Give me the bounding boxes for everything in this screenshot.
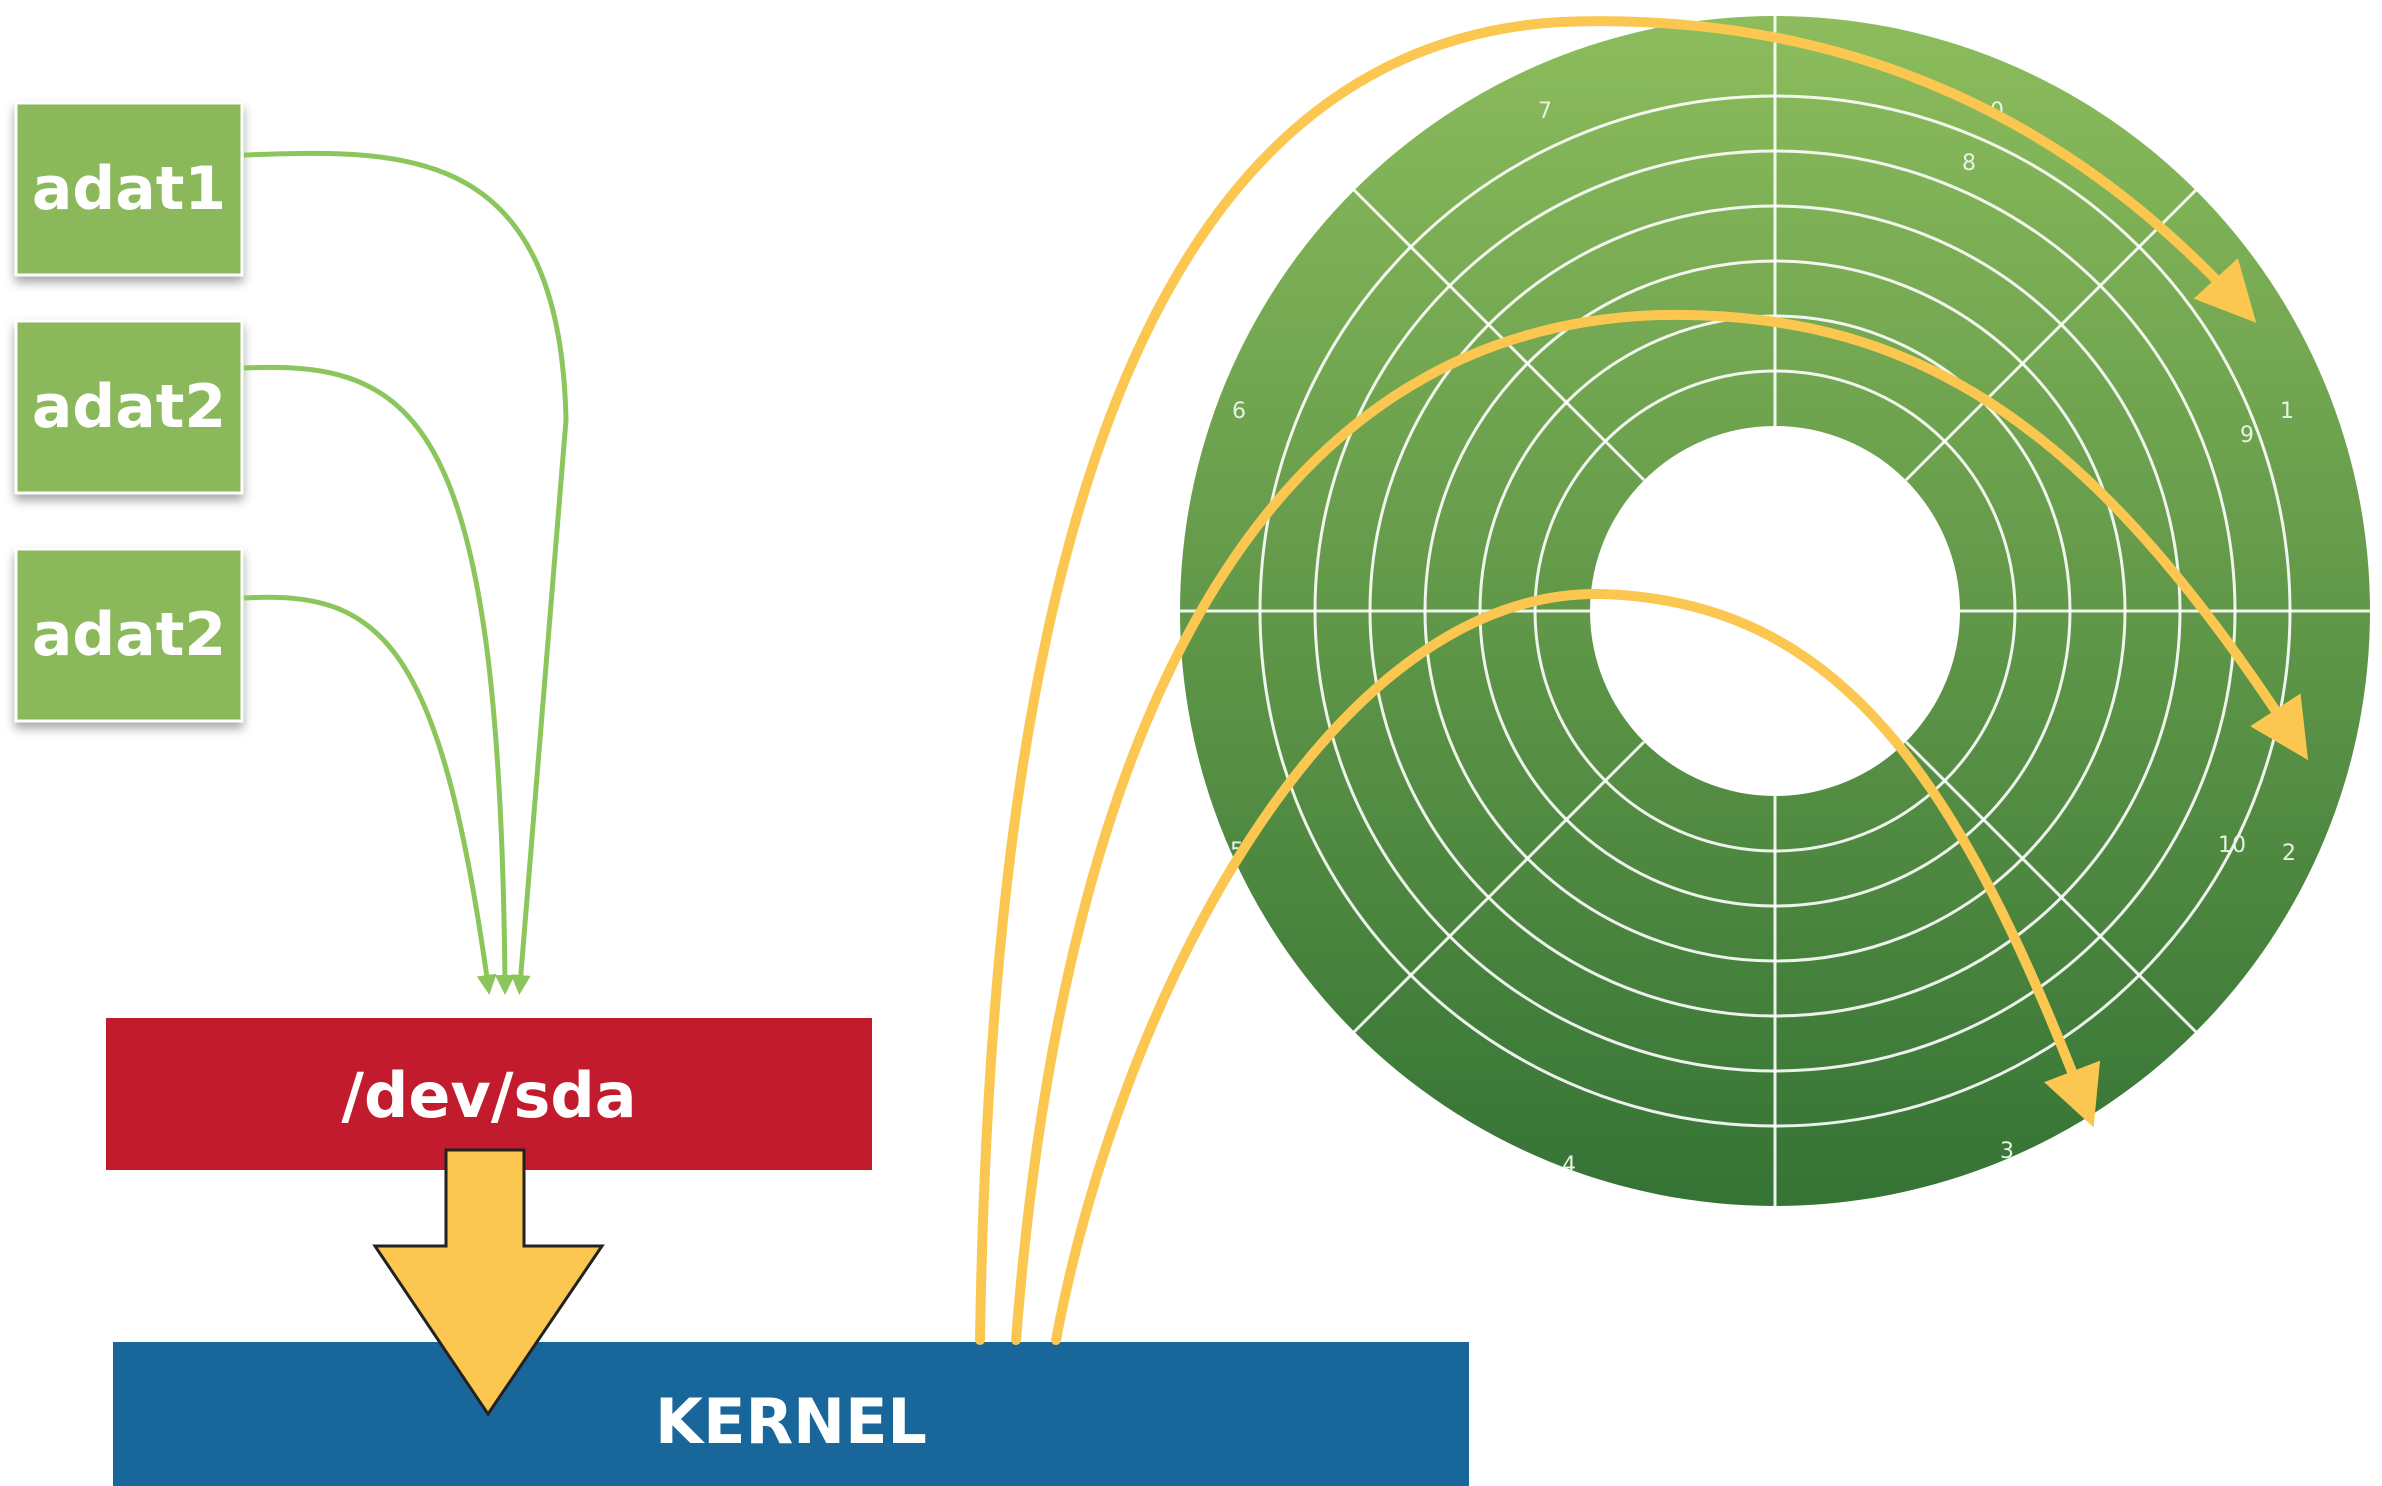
seek-arrow-1 — [975, 16, 2257, 1345]
sector-label-6: 6 — [1232, 399, 1246, 424]
request-arrow-2 — [243, 364, 515, 995]
sector-label-7: 7 — [1538, 99, 1552, 124]
process-box-2 — [14, 319, 244, 495]
device-label: /dev/sda — [341, 1059, 636, 1132]
device-to-kernel-arrow — [372, 1148, 605, 1417]
disk-sector-lines — [1180, 16, 2370, 1206]
process-box-1 — [14, 101, 244, 277]
kernel-bar: KERNEL — [113, 1342, 1469, 1486]
seek-arrow-2 — [1011, 309, 2309, 1345]
sector-label-4: 4 — [1562, 1153, 1576, 1178]
disk-seek-arrows — [975, 16, 2309, 1345]
process-label-1: adat1 — [32, 154, 226, 224]
kernel-label: KERNEL — [655, 1385, 927, 1458]
sector-label-10: 10 — [2218, 833, 2246, 858]
process-boxes: adat1 adat2 adat2 — [14, 101, 244, 723]
sector-label-3: 3 — [2000, 1139, 2014, 1164]
sector-label-9: 9 — [2240, 423, 2254, 448]
request-arrow-1 — [243, 150, 569, 995]
seek-arrow-3 — [1051, 588, 2101, 1345]
request-arrow-3 — [243, 594, 497, 995]
device-bar: /dev/sda — [106, 1018, 872, 1170]
process-label-3: adat2 — [32, 600, 226, 670]
process-box-3 — [14, 547, 244, 723]
sector-label-2: 2 — [2282, 841, 2296, 866]
process-label-2: adat2 — [32, 372, 226, 442]
sector-label-8: 8 — [1962, 151, 1976, 176]
process-request-arrows — [243, 150, 569, 995]
disk-platter: 0 1 2 3 4 5 6 7 8 9 10 — [1180, 16, 2370, 1206]
sector-label-1: 1 — [2280, 399, 2294, 424]
